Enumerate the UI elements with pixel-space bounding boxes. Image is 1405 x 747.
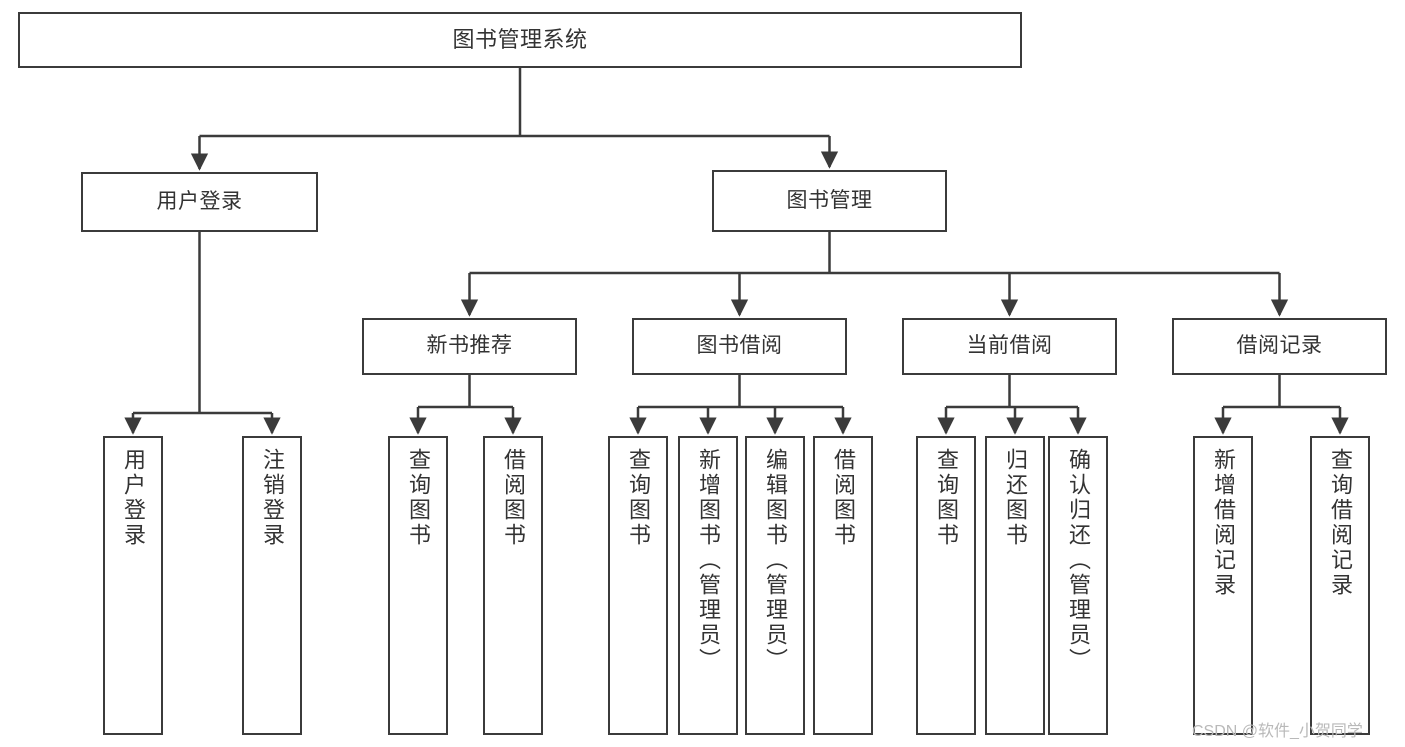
node-leaf-add-book[interactable]: 新增图书（管理员） [678, 436, 738, 735]
node-leaf-edit-book[interactable]: 编辑图书（管理员） [745, 436, 805, 735]
node-label: 借阅图书 [501, 448, 526, 548]
node-label: 图书管理系统 [452, 27, 588, 53]
node-root[interactable]: 图书管理系统 [18, 12, 1022, 68]
node-label: 借阅记录 [1236, 334, 1323, 358]
node-label: 查询图书 [406, 448, 431, 548]
node-label: 编辑图书（管理员） [763, 448, 788, 673]
node-book-manage[interactable]: 图书管理 [712, 170, 947, 232]
node-label: 用户登录 [121, 448, 146, 548]
node-label: 查询图书 [626, 448, 651, 548]
node-label: 归还图书 [1003, 448, 1028, 548]
node-book-borrow[interactable]: 图书借阅 [632, 318, 847, 375]
node-label: 新书推荐 [426, 334, 513, 358]
node-current-borrow[interactable]: 当前借阅 [902, 318, 1117, 375]
node-label: 新增借阅记录 [1211, 448, 1236, 598]
node-label: 当前借阅 [966, 334, 1053, 358]
node-leaf-query-book-3[interactable]: 查询图书 [916, 436, 976, 735]
node-leaf-return-book[interactable]: 归还图书 [985, 436, 1045, 735]
node-label: 注销登录 [260, 448, 285, 548]
node-label: 确认归还（管理员） [1066, 448, 1091, 673]
node-label: 查询图书 [934, 448, 959, 548]
watermark: CSDN @软件_小贺同学 [1192, 723, 1363, 740]
node-leaf-borrow-book-1[interactable]: 借阅图书 [483, 436, 543, 735]
node-label: 图书管理 [786, 188, 873, 212]
node-new-book-recommend[interactable]: 新书推荐 [362, 318, 577, 375]
node-leaf-query-borrow-record[interactable]: 查询借阅记录 [1310, 436, 1370, 735]
node-label: 图书借阅 [696, 334, 783, 358]
node-leaf-confirm-return[interactable]: 确认归还（管理员） [1048, 436, 1108, 735]
node-label: 查询借阅记录 [1328, 448, 1353, 598]
node-label: 用户登录 [156, 189, 243, 213]
node-leaf-query-book-1[interactable]: 查询图书 [388, 436, 448, 735]
node-label: 新增图书（管理员） [696, 448, 721, 673]
node-leaf-user-login[interactable]: 用户登录 [103, 436, 163, 735]
node-leaf-logout[interactable]: 注销登录 [242, 436, 302, 735]
node-leaf-query-book-2[interactable]: 查询图书 [608, 436, 668, 735]
node-label: 借阅图书 [831, 448, 856, 548]
node-user-login[interactable]: 用户登录 [81, 172, 318, 232]
node-borrow-record[interactable]: 借阅记录 [1172, 318, 1387, 375]
node-leaf-borrow-book-2[interactable]: 借阅图书 [813, 436, 873, 735]
node-leaf-add-borrow-record[interactable]: 新增借阅记录 [1193, 436, 1253, 735]
